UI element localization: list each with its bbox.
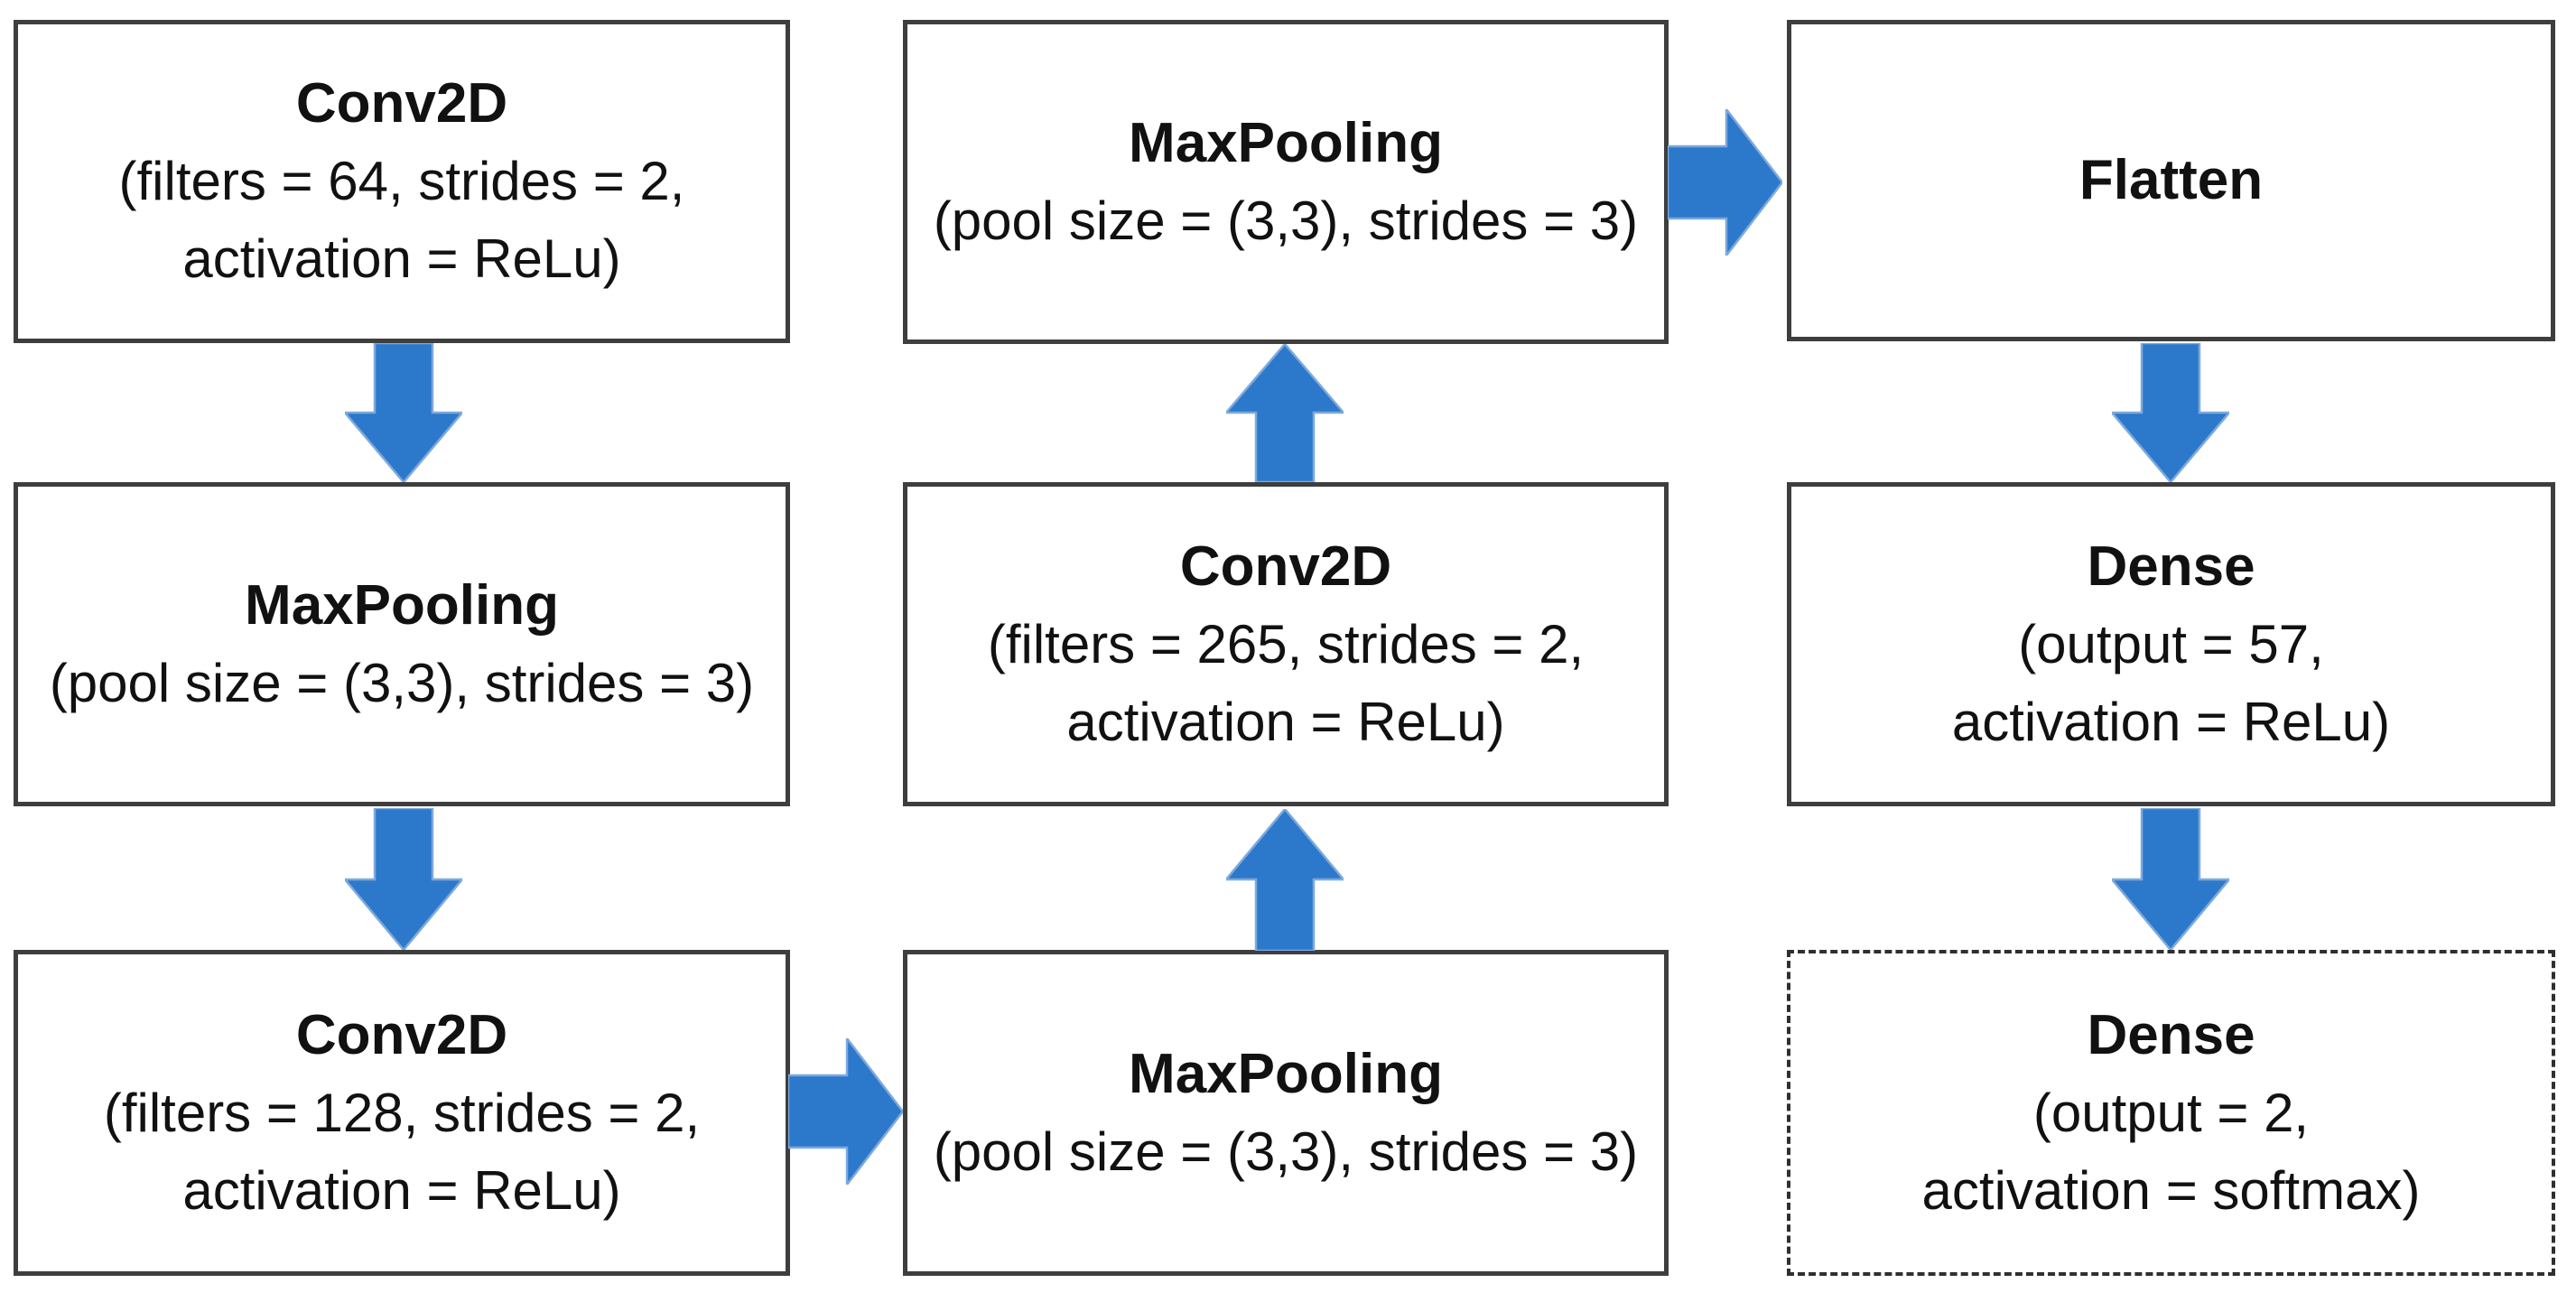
node-params-line: activation = ReLu) [1951, 691, 2391, 752]
arrow-down-icon [345, 343, 462, 482]
node-params-line: activation = ReLu) [182, 228, 621, 289]
node-params-line: activation = ReLu) [1066, 691, 1505, 752]
node-flatten: Flatten [1787, 20, 2555, 341]
node-conv2d-3: Conv2D (filters = 265, strides = 2, acti… [903, 482, 1669, 806]
node-params-line: (filters = 265, strides = 2, [987, 613, 1585, 674]
arrow-down-icon [2112, 808, 2229, 950]
node-title: Conv2D [1179, 535, 1392, 598]
node-dense-1: Dense (output = 57, activation = ReLu) [1787, 482, 2555, 806]
node-title: MaxPooling [1129, 1042, 1443, 1105]
node-params-line: (pool size = (3,3), strides = 3) [933, 190, 1639, 251]
node-params-line: (pool size = (3,3), strides = 3) [933, 1121, 1639, 1182]
node-title: Flatten [2078, 149, 2264, 211]
node-params-line: (output = 57, [2018, 613, 2324, 674]
node-title: Dense [2087, 535, 2255, 598]
node-params-line: activation = softmax) [1921, 1159, 2421, 1221]
node-title: Dense [2087, 1003, 2255, 1066]
arrow-up-icon [1226, 344, 1344, 482]
node-maxpooling-1: MaxPooling (pool size = (3,3), strides =… [14, 482, 790, 806]
arrow-right-icon [1668, 109, 1782, 256]
arrow-down-icon [2112, 343, 2229, 482]
node-conv2d-1: Conv2D (filters = 64, strides = 2, activ… [14, 20, 790, 343]
arrow-up-icon [1226, 809, 1344, 951]
node-title: Conv2D [295, 72, 508, 135]
node-conv2d-2: Conv2D (filters = 128, strides = 2, acti… [14, 950, 790, 1276]
node-params-line: (output = 2, [2032, 1082, 2310, 1143]
node-maxpooling-3: MaxPooling (pool size = (3,3), strides =… [903, 20, 1669, 344]
arrow-down-icon [345, 808, 462, 950]
node-title: Conv2D [295, 1003, 508, 1066]
node-title: MaxPooling [1129, 111, 1443, 174]
node-params-line: (filters = 64, strides = 2, [118, 151, 685, 211]
node-params-line: (pool size = (3,3), strides = 3) [49, 652, 755, 713]
node-dense-2-output: Dense (output = 2, activation = softmax) [1787, 950, 2555, 1276]
arrow-right-icon [788, 1038, 903, 1185]
node-params-line: activation = ReLu) [182, 1159, 621, 1221]
node-maxpooling-2: MaxPooling (pool size = (3,3), strides =… [903, 950, 1669, 1276]
node-params-line: (filters = 128, strides = 2, [103, 1082, 701, 1143]
node-title: MaxPooling [245, 573, 559, 637]
